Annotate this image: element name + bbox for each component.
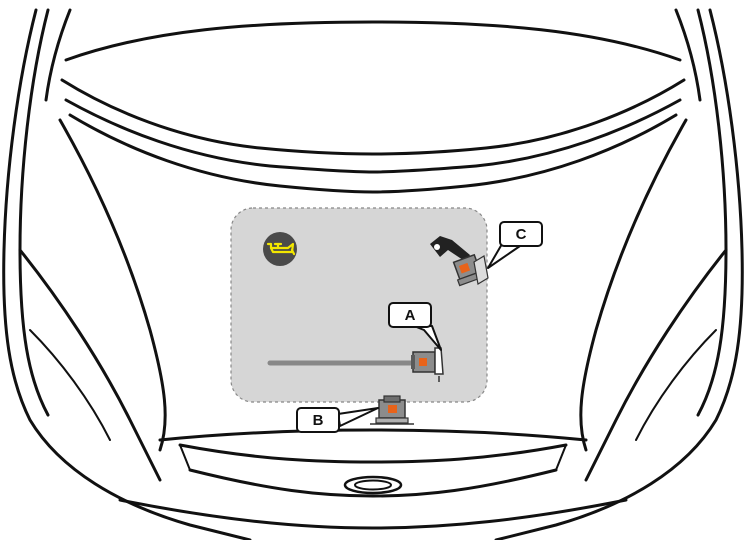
car-pillar-left <box>44 8 72 102</box>
callout-c-label: C <box>516 226 527 243</box>
car-body-left-outer <box>2 8 252 540</box>
callout-c: C <box>487 221 543 269</box>
windshield-base <box>64 20 682 62</box>
grille-upper <box>178 443 568 464</box>
cowl-line-2 <box>64 98 682 174</box>
hood-crease-right-3 <box>635 329 717 441</box>
lever-icon <box>430 236 470 262</box>
hood-crease-right-1 <box>579 118 688 452</box>
callout-a: A <box>388 302 442 351</box>
hood-crease-left-1 <box>58 118 167 452</box>
cowl-line-3 <box>68 113 678 194</box>
clip-c <box>452 253 489 287</box>
callout-b-label: B <box>313 412 324 429</box>
clip-b <box>370 395 414 425</box>
cowl-line-1 <box>60 78 686 156</box>
callout-b: B <box>296 407 379 433</box>
hood-front-edge <box>158 428 588 442</box>
hood-crease-left-3 <box>29 329 111 441</box>
grille-lower <box>188 468 558 498</box>
hood-crease-right-2 <box>584 248 728 482</box>
car-pillar-right <box>674 8 702 102</box>
bumper-line <box>118 498 628 530</box>
car-body-right-outer <box>494 8 744 540</box>
oil-can-icon <box>263 232 297 266</box>
callout-a-label: A <box>405 307 416 324</box>
clip-a <box>411 347 444 382</box>
grille-side-right <box>555 444 567 471</box>
car-outline <box>2 8 744 540</box>
hood-crease-left-2 <box>18 248 162 482</box>
brand-badge-inner <box>354 479 392 491</box>
grille-side-left <box>179 444 191 471</box>
